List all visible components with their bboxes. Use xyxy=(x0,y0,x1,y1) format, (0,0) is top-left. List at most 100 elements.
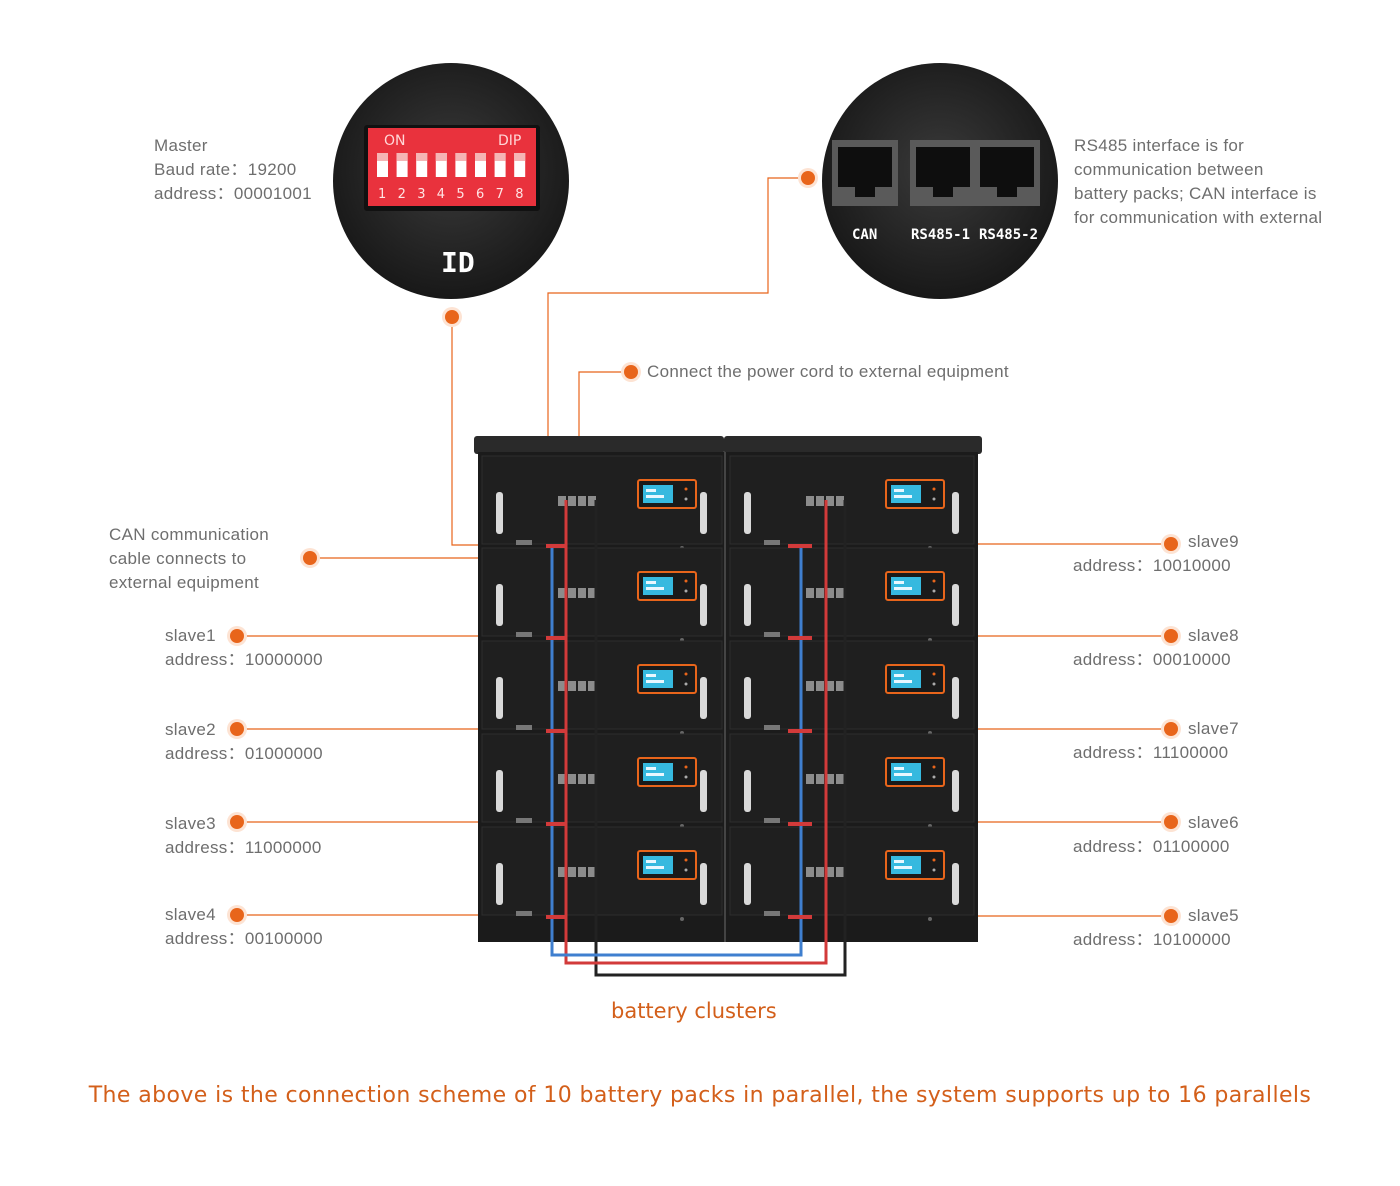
dip-toggle xyxy=(455,153,467,177)
callout-dot xyxy=(801,171,815,185)
slave-address: address：01000000 xyxy=(165,744,323,763)
dip-switch-body xyxy=(368,128,536,206)
pack-terminal xyxy=(816,774,824,784)
dip-toggle xyxy=(396,153,408,177)
leader-ports-to-master xyxy=(547,177,808,540)
dip-number: 4 xyxy=(437,187,445,202)
pack-terminal xyxy=(806,496,814,506)
pack-handle xyxy=(496,677,503,719)
pack-terminal xyxy=(806,867,814,877)
callout-dots xyxy=(227,168,1181,926)
rs485-2-port-icon xyxy=(974,140,1040,206)
pack-screen xyxy=(891,577,921,595)
rs485-2-port-label: RS485-2 xyxy=(979,227,1038,243)
pack-screen xyxy=(643,856,673,874)
pack-screen xyxy=(643,670,673,688)
pack-screen xyxy=(643,577,673,595)
pack-handle xyxy=(496,492,503,534)
cable-black xyxy=(594,500,847,977)
callout-dot xyxy=(1164,537,1178,551)
id-label: ID xyxy=(441,246,475,279)
pack-terminal xyxy=(806,588,814,598)
cable-links xyxy=(546,544,812,919)
pack-terminal xyxy=(816,867,824,877)
dip-toggle xyxy=(377,153,388,177)
pack-terminal xyxy=(558,496,566,506)
dip-toggle-top xyxy=(416,153,428,161)
battery-pack xyxy=(729,547,975,642)
battery-pack xyxy=(729,640,975,735)
slave9-label: slave9 address：10010000 xyxy=(1073,530,1239,578)
pack-terminal xyxy=(806,681,814,691)
dip-number: 8 xyxy=(515,187,523,202)
dip-number: 5 xyxy=(456,187,464,202)
battery-pack xyxy=(481,547,723,642)
pack-handle xyxy=(700,584,707,626)
callout-dot xyxy=(1164,722,1178,736)
pack-terminal xyxy=(816,496,824,506)
slave-name: slave2 xyxy=(165,720,216,739)
slave-name: slave8 xyxy=(1188,626,1239,645)
slave-address: address：11100000 xyxy=(1073,743,1229,762)
slave8-label: slave8 address：00010000 xyxy=(1073,624,1239,672)
power-cord-note: Connect the power cord to external equip… xyxy=(647,362,1009,381)
slave-address: address：00100000 xyxy=(165,929,323,948)
slave-name: slave1 xyxy=(165,626,216,645)
slave-name: slave7 xyxy=(1188,719,1239,738)
callout-dot xyxy=(230,908,244,922)
pack-screen xyxy=(891,485,921,503)
ports-callout: CAN RS485-1 RS485-2 xyxy=(822,63,1058,299)
slave-name: slave3 xyxy=(165,814,216,833)
can-note-line: external equipment xyxy=(109,573,259,592)
dip-toggle xyxy=(514,153,526,177)
pack-handle xyxy=(496,770,503,812)
can-note-line: CAN communication xyxy=(109,525,270,544)
slave1-label: slave1 address：10000000 xyxy=(165,624,323,672)
pack-handle xyxy=(744,770,751,812)
pack-terminal xyxy=(568,681,576,691)
pack-terminal xyxy=(816,588,824,598)
slave-name: slave5 xyxy=(1188,906,1239,925)
pack-handle xyxy=(496,863,503,905)
dip-number: 1 xyxy=(378,187,386,202)
dip-number: 6 xyxy=(476,187,484,202)
dip-toggle-top xyxy=(455,153,467,161)
slave4-label: slave4 address：00100000 xyxy=(165,903,323,951)
pack-terminal xyxy=(578,774,586,784)
pack-handle xyxy=(496,584,503,626)
footer-note: The above is the connection scheme of 10… xyxy=(88,1083,1312,1108)
can-port-icon xyxy=(832,140,898,206)
callout-dot xyxy=(624,365,638,379)
pack-terminal xyxy=(568,867,576,877)
pack-screen xyxy=(891,856,921,874)
pack-handle xyxy=(744,677,751,719)
dip-number: 3 xyxy=(417,187,425,202)
dip-toggle xyxy=(435,153,447,177)
pack-terminal xyxy=(578,681,586,691)
pack-handle xyxy=(952,677,959,719)
callout-dot xyxy=(303,551,317,565)
dip-toggle-top xyxy=(514,153,526,161)
pack-terminal xyxy=(826,496,834,506)
slave7-label: slave7 address：11100000 xyxy=(1073,717,1239,765)
pack-terminal xyxy=(836,867,844,877)
master-baud: Baud rate：19200 xyxy=(154,160,297,179)
pack-terminal xyxy=(826,681,834,691)
dip-toggle-top xyxy=(475,153,486,161)
pack-terminal xyxy=(588,588,596,598)
can-note-line: cable connects to xyxy=(109,549,247,568)
pack-terminal xyxy=(558,681,566,691)
battery-pack xyxy=(481,640,723,735)
pack-terminal xyxy=(826,774,834,784)
interface-note-line: RS485 interface is for xyxy=(1074,136,1245,155)
pack-terminal xyxy=(578,867,586,877)
pack-terminal xyxy=(568,588,576,598)
pack-handle xyxy=(744,863,751,905)
pack-terminal xyxy=(588,681,596,691)
battery-pack xyxy=(729,733,975,828)
rack-top-left xyxy=(474,436,724,454)
slave2-label: slave2 address：01000000 xyxy=(165,718,323,766)
